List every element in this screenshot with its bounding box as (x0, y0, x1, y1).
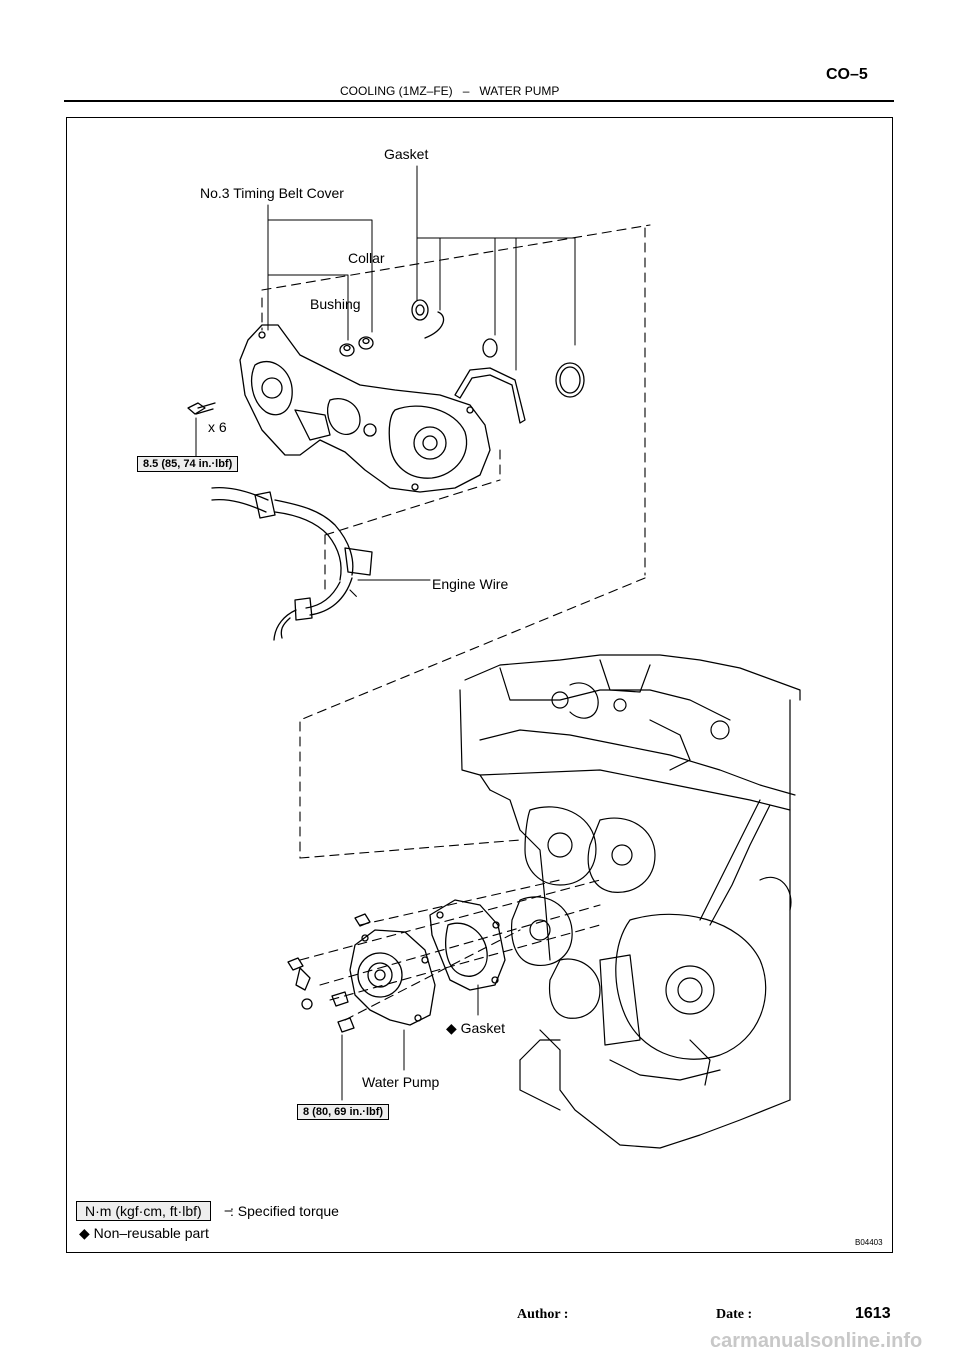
legend-non-reusable-text: Non–reusable part (93, 1225, 209, 1241)
engine-wire (211, 486, 373, 641)
subsection-name: WATER PUMP (479, 84, 560, 98)
footer-date-label: Date : (716, 1307, 753, 1322)
legend-specified-torque: : Specified torque (230, 1203, 339, 1219)
section-separator: – (462, 84, 470, 98)
legend-non-reusable: ◆ Non–reusable part (79, 1225, 209, 1242)
watermark: carmanualsonline.info (710, 1330, 923, 1352)
label-bolt-count: x 6 (208, 419, 227, 435)
label-engine-wire: Engine Wire (432, 576, 509, 592)
leader-lines (195, 165, 576, 1101)
engine-block (459, 654, 801, 1149)
label-water-pump: Water Pump (362, 1074, 440, 1090)
legend-diamond-icon: ◆ (79, 1225, 90, 1241)
section-name: COOLING (1MZ–FE) (340, 84, 453, 98)
label-gasket-pump: ◆ Gasket (446, 1020, 505, 1037)
dashed-alignment-lines (261, 224, 651, 1021)
pump-gasket (429, 899, 506, 991)
top-gaskets (411, 299, 585, 424)
non-reusable-diamond-icon: ◆ (446, 1020, 457, 1036)
torque-cover-bolts: 8.5 (85, 74 in.·lbf) (137, 456, 239, 472)
cover-bolt (187, 402, 216, 415)
footer-author-label: Author : (517, 1307, 569, 1322)
gasket-pump-text: Gasket (460, 1020, 506, 1036)
figure-frame (66, 117, 893, 1253)
header-rule (64, 100, 894, 102)
figure-id: B04403 (855, 1238, 883, 1247)
timing-belt-cover (239, 324, 491, 493)
label-timing-belt-cover: No.3 Timing Belt Cover (200, 185, 344, 201)
label-gasket-top: Gasket (384, 146, 429, 162)
water-pump-body (349, 929, 436, 1026)
legend-torque-units: N·m (kgf·cm, ft·lbf) (76, 1201, 211, 1221)
torque-pump-bolts: 8 (80, 69 in.·lbf) (297, 1104, 390, 1120)
label-collar: Collar (348, 250, 385, 266)
pump-bolts (287, 913, 371, 1033)
collar-bushing (339, 336, 374, 357)
page-number: 1613 (855, 1305, 891, 1322)
label-bushing: Bushing (310, 296, 361, 312)
section-title: COOLING (1MZ–FE)–WATER PUMP (340, 84, 559, 98)
page-code: CO–5 (826, 66, 868, 83)
